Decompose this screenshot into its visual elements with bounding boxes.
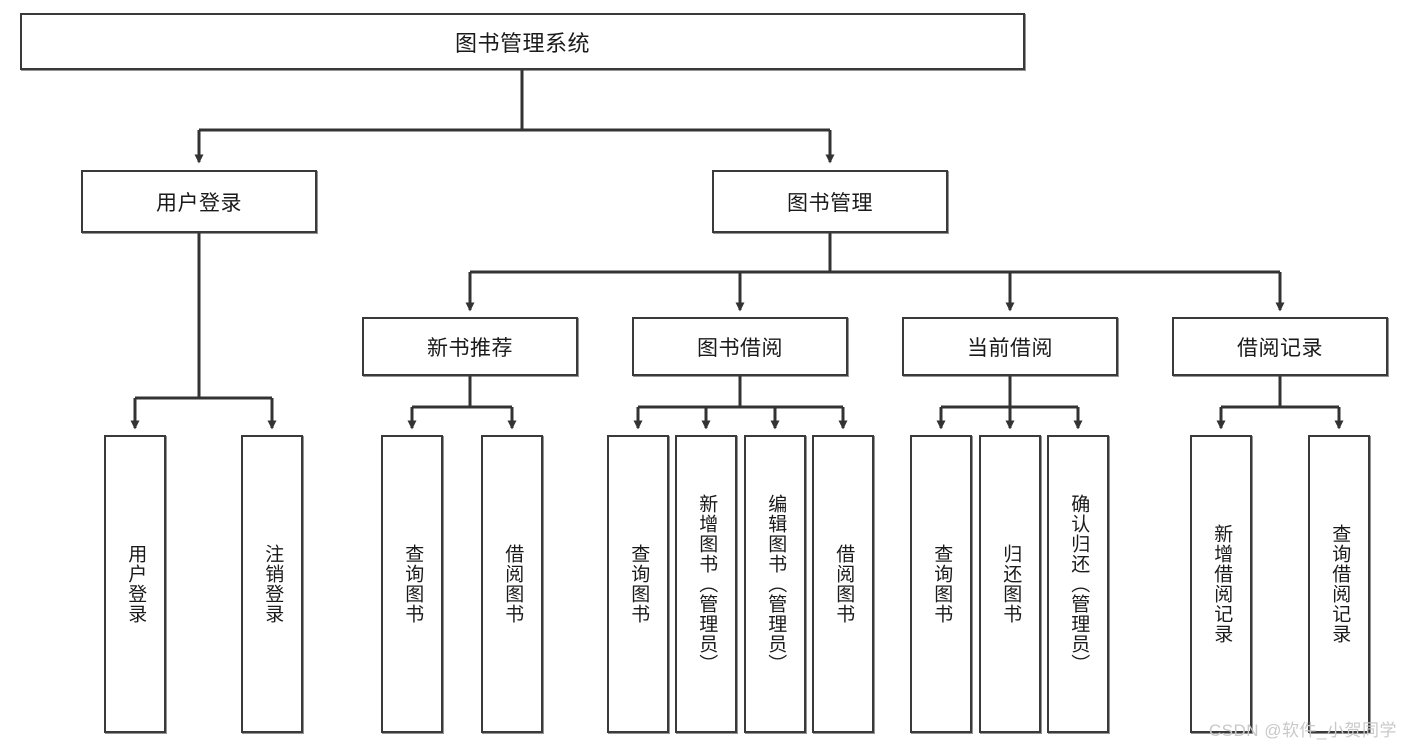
node-leaf-confirm-return-admin[interactable]: 确认归还（管理员） xyxy=(1047,435,1109,733)
node-label: 注销登录 xyxy=(262,544,284,624)
node-leaf-query-book-borrow[interactable]: 查询图书 xyxy=(607,435,669,733)
node-new-book-recommend[interactable]: 新书推荐 xyxy=(362,317,578,376)
node-label: 用户登录 xyxy=(156,191,242,215)
node-book-management[interactable]: 图书管理 xyxy=(712,170,948,233)
node-leaf-borrow-book-recommend[interactable]: 借阅图书 xyxy=(481,435,543,733)
node-leaf-add-borrow-record[interactable]: 新增借阅记录 xyxy=(1190,435,1252,733)
node-root-title[interactable]: 图书管理系统 xyxy=(20,13,1025,70)
node-leaf-borrow-book[interactable]: 借阅图书 xyxy=(812,435,874,733)
node-label: 新增借阅记录 xyxy=(1211,524,1233,644)
node-current-borrow[interactable]: 当前借阅 xyxy=(902,317,1118,376)
node-label: 图书管理系统 xyxy=(454,30,590,56)
node-label: 当前借阅 xyxy=(967,336,1053,360)
node-user-login[interactable]: 用户登录 xyxy=(81,170,317,233)
node-leaf-return-book[interactable]: 归还图书 xyxy=(979,435,1041,733)
node-leaf-edit-book-admin[interactable]: 编辑图书（管理员） xyxy=(744,435,806,733)
node-label: 新书推荐 xyxy=(427,336,513,360)
node-leaf-logout[interactable]: 注销登录 xyxy=(241,435,303,733)
node-leaf-query-book-current[interactable]: 查询图书 xyxy=(910,435,972,733)
node-leaf-add-book-admin[interactable]: 新增图书（管理员） xyxy=(675,435,737,733)
node-label: 确认归还（管理员） xyxy=(1068,494,1090,674)
node-label: 查询图书 xyxy=(931,544,953,624)
node-label: 图书管理 xyxy=(787,191,873,215)
node-label: 归还图书 xyxy=(1000,544,1022,624)
node-label: 查询图书 xyxy=(628,544,650,624)
node-label: 借阅图书 xyxy=(502,544,524,624)
node-label: 查询图书 xyxy=(402,544,424,624)
node-leaf-query-book-recommend[interactable]: 查询图书 xyxy=(381,435,443,733)
node-borrow-record[interactable]: 借阅记录 xyxy=(1172,317,1388,376)
node-label: 借阅记录 xyxy=(1237,336,1323,360)
node-label: 借阅图书 xyxy=(833,544,855,624)
node-leaf-user-login[interactable]: 用户登录 xyxy=(104,435,166,733)
node-leaf-query-borrow-record[interactable]: 查询借阅记录 xyxy=(1308,435,1370,733)
node-label: 查询借阅记录 xyxy=(1329,524,1351,644)
node-label: 编辑图书（管理员） xyxy=(765,494,787,674)
node-label: 新增图书（管理员） xyxy=(696,494,718,674)
node-label: 用户登录 xyxy=(125,544,147,624)
node-label: 图书借阅 xyxy=(697,336,783,360)
node-book-borrow[interactable]: 图书借阅 xyxy=(632,317,848,376)
csdn-watermark: CSDN @软件_小贺同学 xyxy=(1208,721,1397,740)
